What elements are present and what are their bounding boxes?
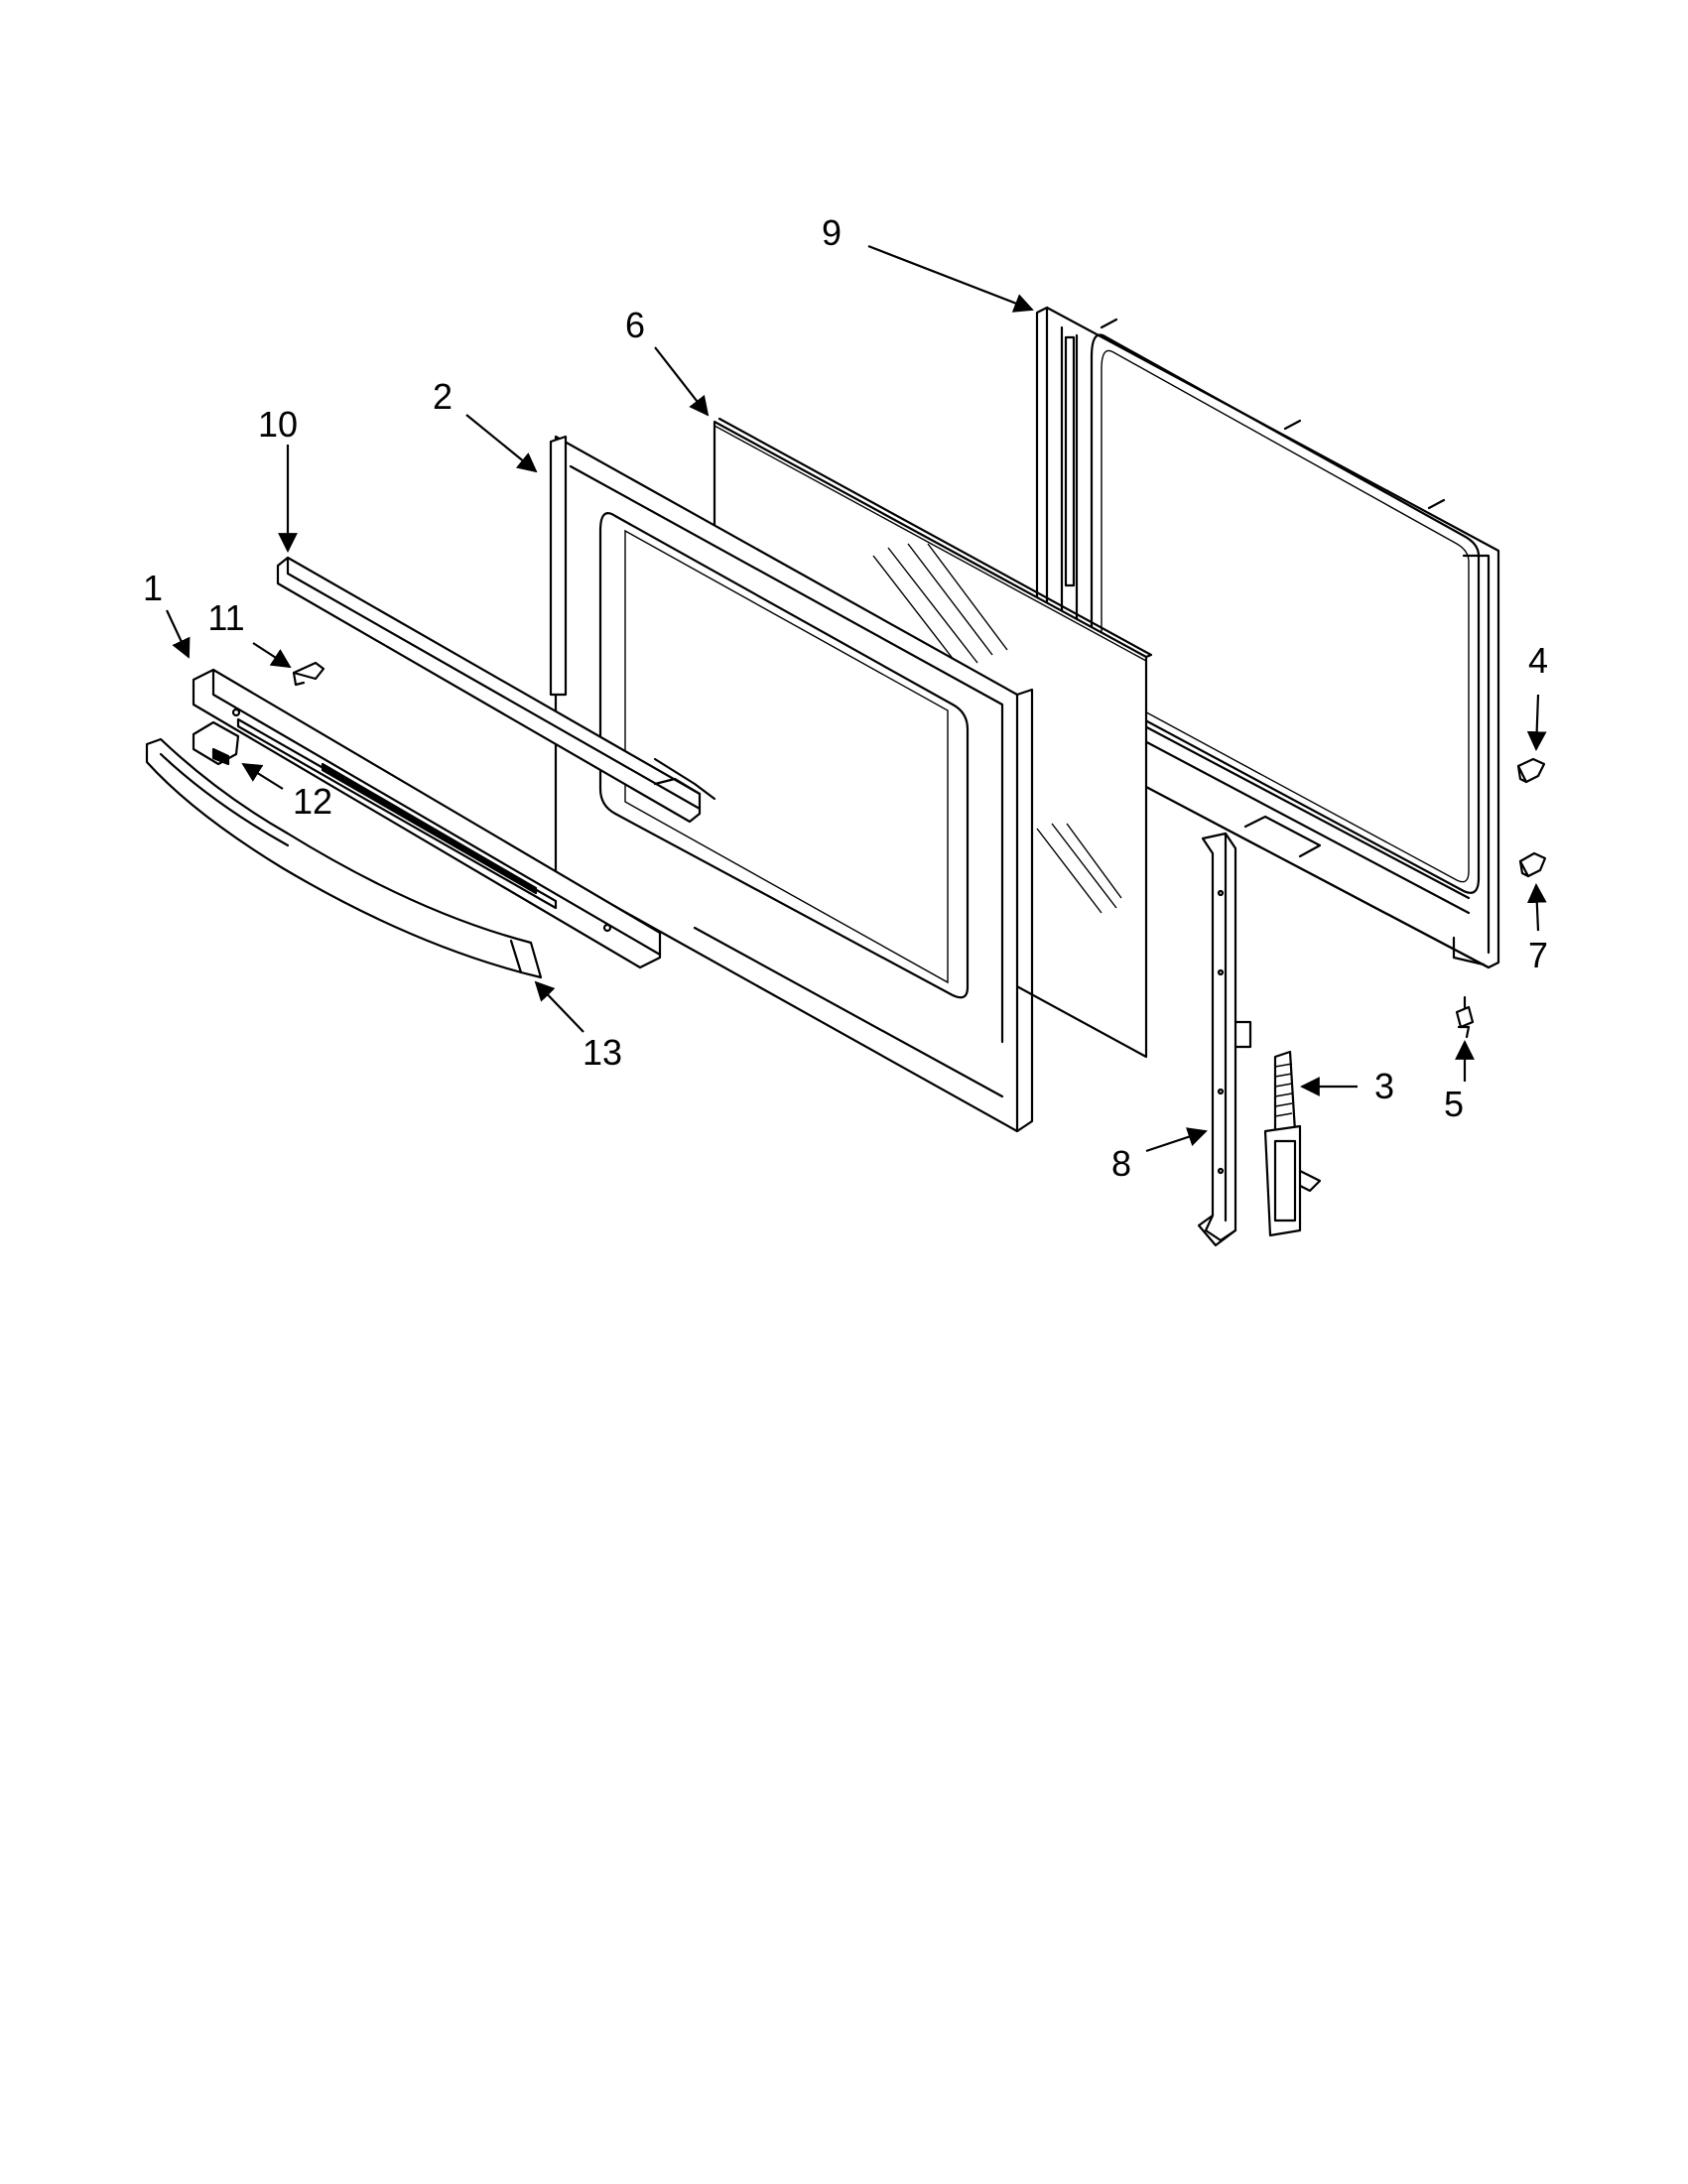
callout-4: 4: [1528, 640, 1548, 681]
leader-arrow-2: [465, 414, 538, 473]
callout-6: 6: [625, 305, 645, 345]
callout-3: 3: [1374, 1066, 1394, 1106]
part-trim-bar: [192, 668, 662, 969]
callout-12: 12: [293, 781, 332, 822]
part-top-trim-strip: [276, 556, 702, 824]
leader-arrow-8: [1145, 1127, 1208, 1153]
callout-labels: 9 6 2 10 1 11 12 13 4 7 5 3 8: [143, 212, 1548, 1184]
leader-arrow-6: [654, 346, 710, 417]
part-screw-5: [1455, 995, 1475, 1039]
callout-7: 7: [1528, 935, 1548, 975]
part-screw-4: [1516, 757, 1546, 784]
part-hinge-channel: [1197, 832, 1252, 1247]
part-end-cap: [192, 720, 240, 766]
part-outer-door-panel: [549, 435, 1034, 1133]
callout-11: 11: [207, 597, 244, 638]
callout-9: 9: [822, 212, 842, 253]
leader-arrow-7: [1526, 883, 1547, 932]
part-inner-door-frame: [1035, 306, 1500, 969]
callout-8: 8: [1111, 1143, 1131, 1184]
callout-2: 2: [433, 376, 453, 417]
leader-arrow-9: [867, 244, 1034, 313]
part-screw-7: [1518, 851, 1547, 878]
callout-13: 13: [583, 1032, 622, 1073]
callout-10: 10: [258, 404, 298, 445]
part-door-hinge: [1263, 1050, 1322, 1237]
part-screw-11: [292, 661, 325, 687]
leader-arrow-1: [166, 609, 191, 659]
leader-arrow-11: [252, 642, 292, 669]
callout-1: 1: [143, 568, 163, 608]
leader-arrow-4: [1526, 694, 1547, 751]
callout-5: 5: [1444, 1084, 1464, 1124]
leader-arrows: [166, 244, 1547, 1153]
leader-arrow-13: [534, 980, 584, 1033]
part-door-handle: [145, 737, 543, 979]
leader-arrow-12: [241, 762, 284, 790]
